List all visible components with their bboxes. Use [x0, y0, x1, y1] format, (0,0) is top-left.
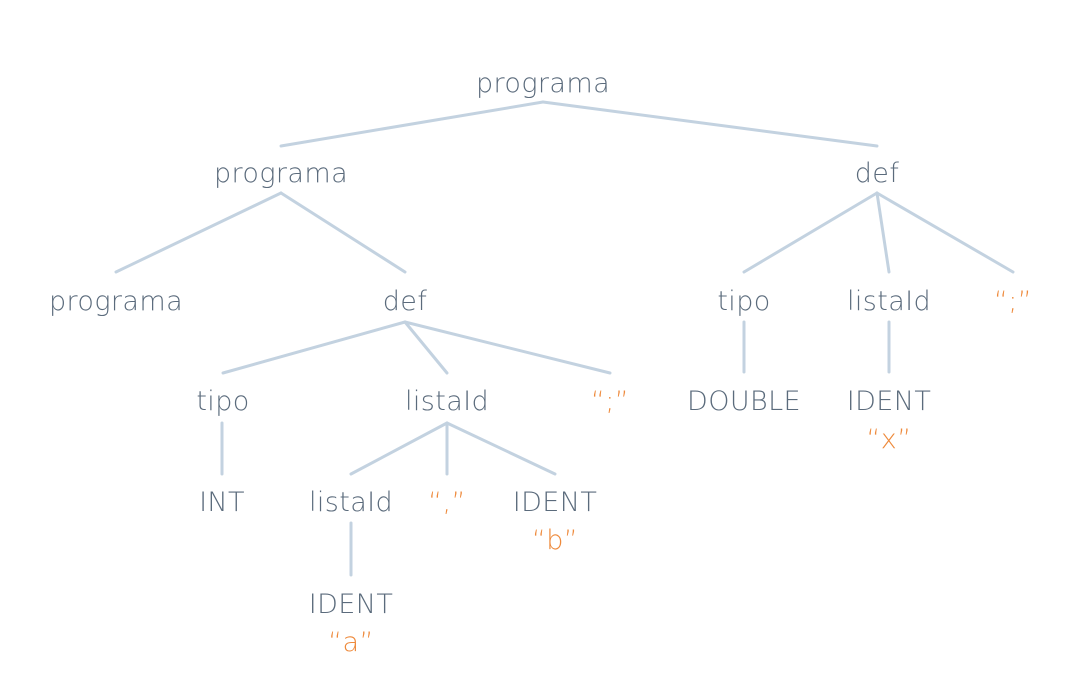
- node-semi_l: “;”: [591, 386, 629, 417]
- node-listaid_ll: listaId: [309, 487, 393, 518]
- lexeme-ident_b: “b”: [532, 525, 578, 556]
- lexeme-ident_a: “a”: [328, 627, 374, 658]
- edge-listaid_l-ident_b: [445, 421, 557, 476]
- edge-root-prog_l: [279, 100, 545, 148]
- node-listaid_r: listaId: [847, 286, 931, 317]
- edge-def_r-tipo_r: [742, 191, 879, 274]
- node-ident_a: IDENT: [309, 589, 394, 620]
- node-root: programa: [476, 68, 610, 99]
- node-tipo_r: tipo: [717, 286, 770, 317]
- edge-prog_l-def_l: [279, 191, 407, 274]
- edge-def_l-semi_l: [403, 320, 612, 375]
- tree-edges: [114, 100, 1015, 577]
- node-def_r: def: [855, 158, 900, 189]
- node-int: INT: [199, 487, 245, 518]
- node-prog_ll: programa: [49, 286, 183, 317]
- edge-def_l-listaid_l: [403, 320, 449, 375]
- node-double: DOUBLE: [687, 386, 801, 417]
- node-ident_b: IDENT: [513, 487, 598, 518]
- edge-prog_l-prog_ll: [114, 191, 283, 274]
- node-tipo_l: tipo: [196, 386, 249, 417]
- node-prog_l: programa: [214, 158, 348, 189]
- tree-labels: programa programa def programa def tipo listaI…: [49, 68, 1032, 658]
- node-def_l: def: [383, 286, 428, 317]
- node-semi_r: “;”: [994, 286, 1032, 317]
- node-comma: “,”: [428, 487, 466, 518]
- edge-def_l-tipo_l: [221, 320, 407, 375]
- node-ident_x: IDENT: [847, 386, 932, 417]
- edge-def_r-listaid_r: [875, 191, 891, 274]
- edge-def_r-semi_r: [875, 191, 1015, 274]
- node-listaid_l: listaId: [405, 386, 489, 417]
- edge-listaid_l-listaid_ll: [349, 421, 449, 476]
- lexeme-ident_x: “x”: [866, 424, 911, 455]
- edge-root-def_r: [541, 100, 879, 148]
